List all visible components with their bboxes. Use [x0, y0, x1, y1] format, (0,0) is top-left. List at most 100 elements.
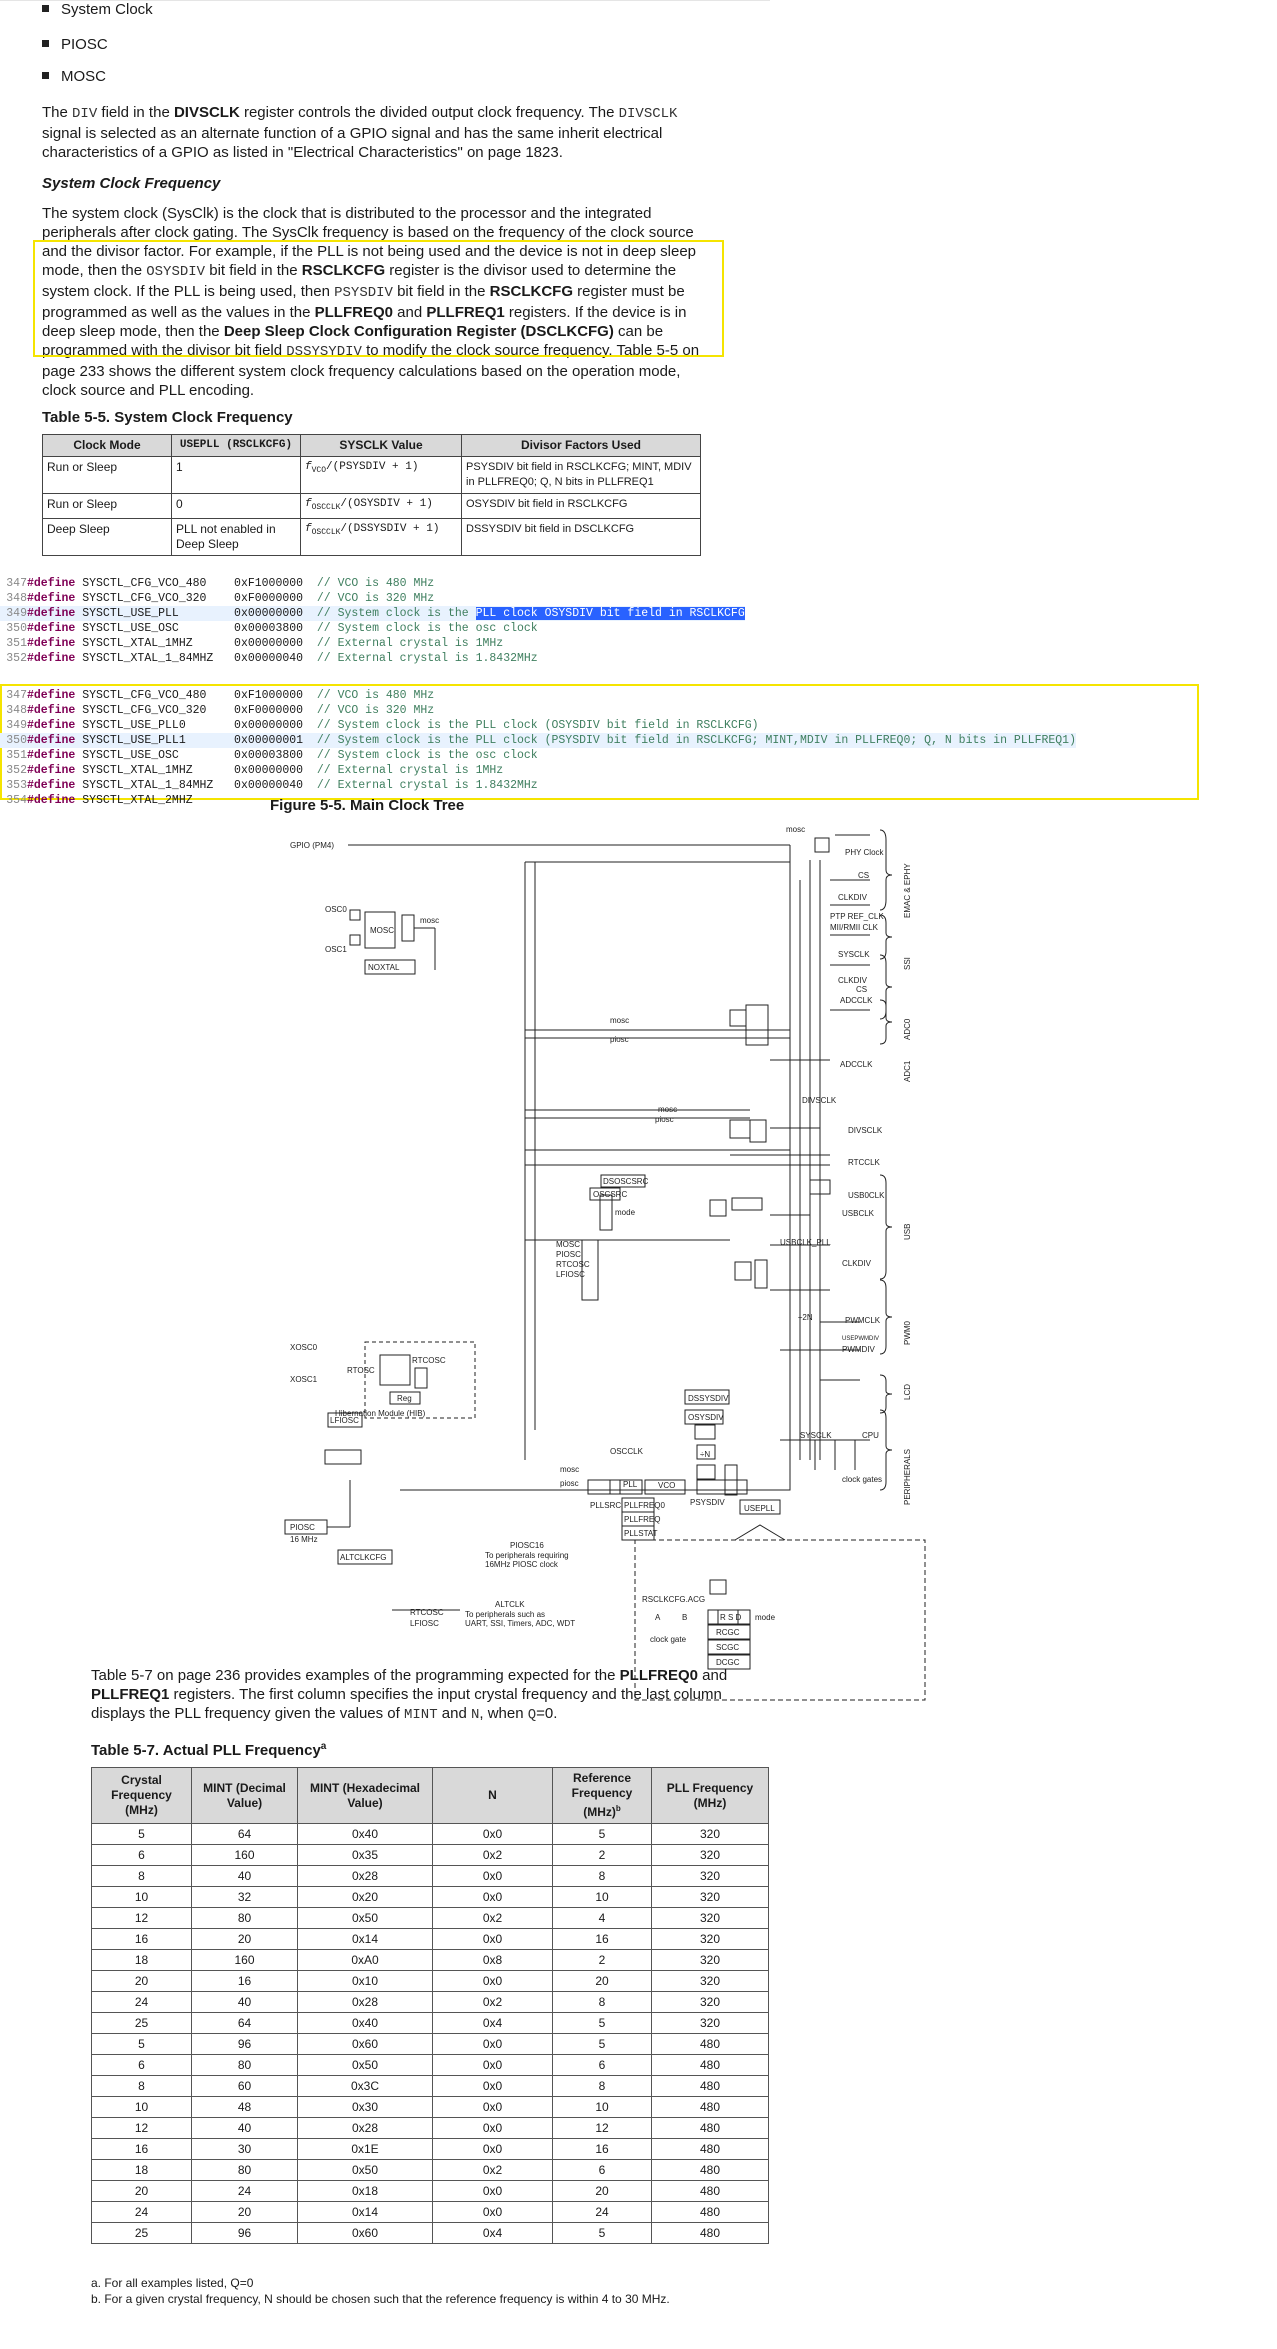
column-header: Reference Frequency (MHz)b — [552, 1767, 652, 1824]
label-div2n: ÷2N — [798, 1313, 813, 1322]
bullet-icon — [42, 4, 49, 12]
code-line: 347#define SYSCTL_CFG_VCO_480 0xF1000000… — [6, 577, 435, 590]
table-cell: 320 — [651, 2012, 769, 2034]
label-piosc: PIOSC — [290, 1523, 315, 1532]
code-block: 347#define SYSCTL_CFG_VCO_480 0xF1000000… — [0, 576, 745, 666]
table-cell: 2 — [552, 1949, 652, 1971]
footnote: b. For a given crystal frequency, N shou… — [91, 2292, 670, 2306]
table-cell: 16 — [91, 1928, 192, 1950]
table-cell: 0x0 — [432, 2201, 553, 2223]
code-line: 354#define SYSCTL_XTAL_2MHZ — [6, 794, 193, 807]
label-mosc-bus: mosc — [610, 1016, 629, 1025]
table-cell: 8 — [552, 1991, 652, 2013]
label-pllfreq0: PLLFREQ0 — [624, 1501, 665, 1510]
label-reg: Reg — [397, 1394, 412, 1403]
table-cell: 480 — [651, 2117, 769, 2139]
label-usepll: USEPLL — [744, 1504, 775, 1513]
label-cs: CS — [858, 871, 869, 880]
column-header: PLL Frequency (MHz) — [651, 1767, 769, 1824]
table-cell: 0x10 — [297, 1970, 433, 1992]
bullet-icon — [42, 71, 49, 79]
table-cell: 16 — [91, 2138, 192, 2160]
label-piosc-bus: piosc — [610, 1035, 629, 1044]
table-cell: 0x8 — [432, 1949, 553, 1971]
label-usb: USB — [903, 1224, 912, 1240]
table-cell: 80 — [191, 1907, 298, 1929]
table-cell: 60 — [191, 2075, 298, 2097]
table-cell: 320 — [651, 1949, 769, 1971]
code-line: 350#define SYSCTL_USE_OSC 0x00003800 // … — [6, 622, 538, 635]
table-cell: 0x2 — [432, 1844, 553, 1866]
table-cell: 80 — [191, 2054, 298, 2076]
label-clkdiv: CLKDIV — [838, 893, 868, 902]
table-cell: 2 — [552, 1844, 652, 1866]
label-ptp: PTP REF_CLK — [830, 912, 884, 921]
table-cell: 0x2 — [432, 1907, 553, 1929]
table-cell: 0x0 — [432, 2096, 553, 2118]
label-piosc16: PIOSC16 — [510, 1541, 544, 1550]
table-cell: 0x20 — [297, 1886, 433, 1908]
label-altclk-note1: To peripherals such as — [465, 1610, 545, 1619]
table-cell: 5 — [552, 1823, 652, 1845]
table-cell: 160 — [191, 1844, 298, 1866]
label-rcgc: RCGC — [716, 1628, 740, 1637]
label-altclkcfg: ALTCLKCFG — [340, 1553, 387, 1562]
label-usbclk-pll: USBCLK_PLL — [780, 1238, 831, 1247]
label-pwmdiv: PWMDIV — [842, 1345, 876, 1354]
code-line: 351#define SYSCTL_XTAL_1MHZ 0x00000000 /… — [6, 637, 504, 650]
table-cell: 8 — [91, 1865, 192, 1887]
label-divsclk-reg: DIVSCLK — [802, 1096, 837, 1105]
label-mii: MII/RMII CLK — [830, 923, 879, 932]
label-pllfreq1: PLLFREQ — [624, 1515, 660, 1524]
code-line: 353#define SYSCTL_XTAL_1_84MHZ 0x0000004… — [6, 779, 538, 792]
label-b: B — [682, 1613, 687, 1622]
table-cell: 480 — [651, 2138, 769, 2160]
pll-frequency-table: Crystal Frequency (MHz) MINT (Decimal Va… — [91, 1767, 769, 2244]
label-clock-gate: clock gate — [650, 1635, 687, 1644]
label-rtcosc2: RTCOSC — [410, 1608, 444, 1617]
label-div-n: ÷N — [700, 1450, 710, 1459]
table-cell: 96 — [191, 2033, 298, 2055]
table-cell: 0x50 — [297, 2054, 433, 2076]
table-cell: 480 — [651, 2201, 769, 2223]
table-cell: 0x0 — [432, 2180, 553, 2202]
table-cell: 48 — [191, 2096, 298, 2118]
label-osc1: OSC1 — [325, 945, 347, 954]
label-lfiosc: LFIOSC — [330, 1416, 359, 1425]
table-cell: 480 — [651, 2180, 769, 2202]
label-mosc-out: mosc — [420, 916, 439, 925]
label-oscclk: OSCCLK — [610, 1447, 644, 1456]
code-line: 348#define SYSCTL_CFG_VCO_320 0xF0000000… — [6, 704, 435, 717]
table-cell: 0x3C — [297, 2075, 433, 2097]
label-mosc: MOSC — [370, 926, 394, 935]
system-clock-table: Clock Mode USEPLL (RSCLKCFG) SYSCLK Valu… — [42, 434, 701, 557]
table-cell: 0x50 — [297, 1907, 433, 1929]
label-clkdiv2: CLKDIV — [838, 976, 868, 985]
table-cell: 20 — [91, 1970, 192, 1992]
table-cell: 0x2 — [432, 1991, 553, 2013]
table-cell: 0x0 — [432, 1886, 553, 1908]
table-cell: 0x0 — [432, 1970, 553, 1992]
table-cell: 0x0 — [432, 2033, 553, 2055]
label-mosc-pll: mosc — [560, 1465, 579, 1474]
label-adcclk: ADCCLK — [840, 996, 873, 1005]
table-cell: 480 — [651, 2096, 769, 2118]
label-pllstat: PLLSTAT — [624, 1529, 658, 1538]
table-cell: 0x4 — [432, 2012, 553, 2034]
label-cs2: CS — [856, 985, 867, 994]
code-line: 349#define SYSCTL_USE_PLL0 0x00000000 //… — [6, 719, 759, 732]
table-cell: 10 — [91, 2096, 192, 2118]
table-caption: Table 5-5. System Clock Frequency — [42, 409, 293, 426]
label-dcgc: DCGC — [716, 1658, 740, 1667]
table-cell: 0x14 — [297, 1928, 433, 1950]
table-cell: 6 — [91, 1844, 192, 1866]
label-sysclk: SYSCLK — [800, 1431, 832, 1440]
label-vco: VCO — [658, 1481, 675, 1490]
table-cell: 320 — [651, 1865, 769, 1887]
highlight-box — [33, 240, 724, 357]
paragraph-divsclk: The DIV field in the DIVSCLK register co… — [42, 104, 678, 161]
